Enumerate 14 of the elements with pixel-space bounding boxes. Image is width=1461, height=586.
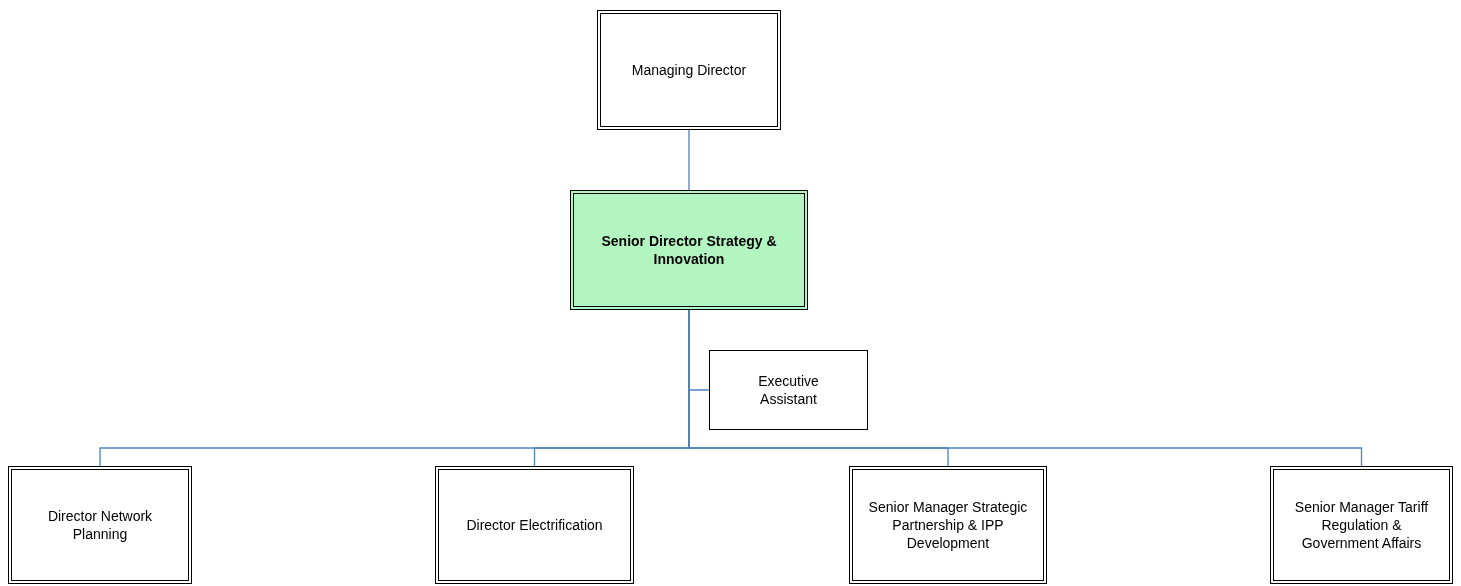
position-title: Director Electrification: [465, 516, 604, 534]
position-title: Executive Assistant: [757, 372, 820, 408]
position-title: Managing Director: [630, 61, 748, 79]
position-box: [849, 466, 1047, 584]
position-title: Director Network Planning: [46, 507, 154, 543]
position-box: [597, 10, 781, 130]
position-title: Senior Manager Strategic Partnership & IPP Development: [867, 498, 1029, 552]
position-box: [1270, 466, 1453, 584]
position-box: [8, 466, 192, 584]
position-box: [570, 190, 808, 310]
position-box: [709, 350, 868, 430]
position-box: [435, 466, 634, 584]
position-title: Senior Manager Tariff Regulation & Government Affairs: [1293, 498, 1430, 552]
position-title: Senior Director Strategy & Innovation: [600, 232, 778, 268]
